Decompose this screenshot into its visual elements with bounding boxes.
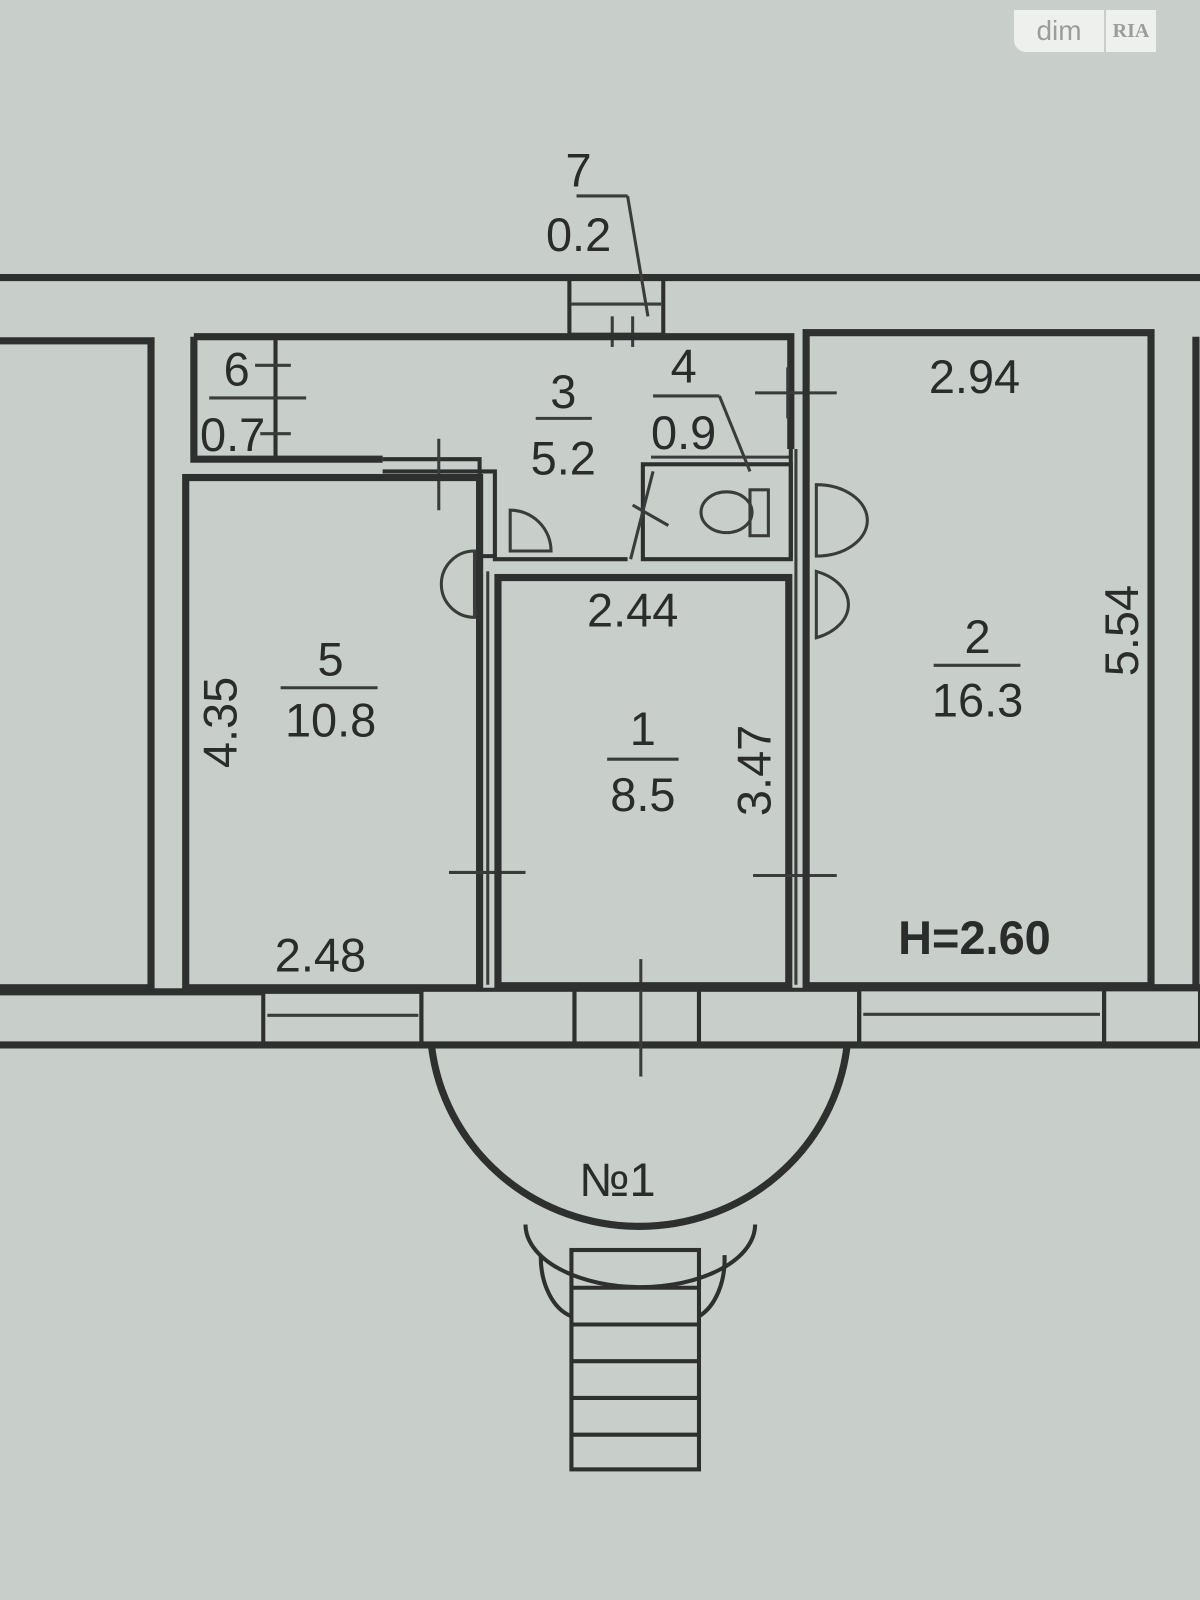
room-2-length: 5.54 — [1096, 585, 1148, 676]
room-6-area: 0.7 — [200, 409, 265, 461]
dimria-watermark: dim RIA — [1014, 10, 1156, 52]
room-1-number: 1 — [630, 703, 656, 755]
room-2-width: 2.94 — [929, 351, 1020, 403]
room-2 — [802, 329, 1155, 990]
room-1-width: 2.44 — [587, 585, 678, 637]
watermark-dim: dim — [1014, 10, 1106, 52]
neighbor-room-left — [0, 337, 155, 992]
sink-icon — [814, 569, 850, 640]
porch — [428, 1046, 851, 1230]
stairs — [569, 1247, 702, 1472]
room-4-area: 0.9 — [651, 407, 716, 459]
room-5-length: 4.35 — [195, 677, 247, 768]
watermark-ria: RIA — [1112, 19, 1150, 42]
room-3-number: 3 — [550, 366, 576, 418]
room-1-area: 8.5 — [610, 769, 675, 821]
sink-icon — [814, 483, 869, 558]
room-5-width: 2.48 — [275, 929, 366, 981]
room-4-number: 4 — [671, 341, 697, 393]
room-5 — [182, 473, 484, 992]
room-6-number: 6 — [224, 344, 250, 396]
porch-label: №1 — [579, 1154, 655, 1206]
room-5-number: 5 — [318, 634, 344, 686]
room-2-number: 2 — [964, 611, 990, 663]
room-1-length: 3.47 — [728, 725, 780, 816]
room-7 — [567, 275, 666, 337]
room-7-number: 7 — [566, 145, 592, 197]
windows — [261, 959, 1200, 1077]
room-3-area: 5.2 — [531, 432, 596, 484]
room-7-area: 0.2 — [546, 209, 611, 261]
sink-icon — [439, 549, 477, 619]
room-1 — [494, 573, 793, 990]
toilet-icon — [699, 490, 754, 535]
room-2-area: 16.3 — [932, 674, 1023, 726]
ceiling-height: H=2.60 — [898, 912, 1051, 964]
room-5-area: 10.8 — [285, 695, 376, 747]
